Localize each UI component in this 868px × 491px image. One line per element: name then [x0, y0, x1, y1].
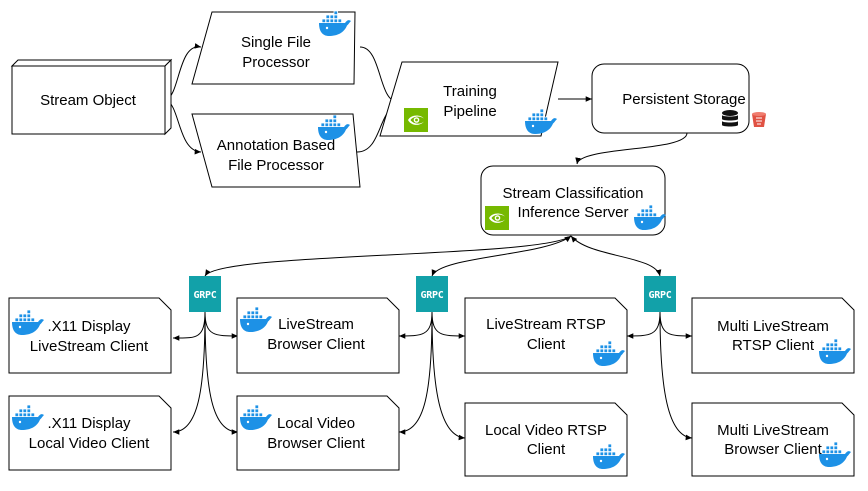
- edge-grpc3-multi-browser: [659, 311, 693, 441]
- grpc-label: GRPC: [194, 290, 217, 301]
- edge-grpc1-x11-live: [172, 311, 206, 341]
- x11-local-video-client-line2: Local Video Client: [29, 435, 150, 452]
- grpc-hub-left: GRPC: [189, 276, 221, 312]
- edge-grpc1-browser-live: [204, 311, 239, 339]
- grpc-label: GRPC: [649, 290, 672, 301]
- edge-storage-to-inference: [575, 132, 688, 165]
- grpc-hub-middle: GRPC: [416, 276, 448, 312]
- multi-livestream-rtsp-client-line2: RTSP Client: [732, 337, 815, 354]
- local-video-browser-client-line2: Browser Client: [267, 435, 365, 452]
- local-video-rtsp-client-line1: Local Video RTSP: [485, 422, 607, 439]
- livestream-rtsp-client-line2: Client: [527, 336, 566, 353]
- training-pipeline-node: Training Pipeline: [379, 61, 559, 137]
- edge-grpc2-rtsp-local: [431, 311, 466, 441]
- livestream-rtsp-client-node: LiveStream RTSP Client: [464, 297, 628, 374]
- stream-object-label: Stream Object: [40, 92, 137, 109]
- nvidia-logo-icon: [404, 108, 428, 132]
- grpc-hub-right: GRPC: [644, 276, 676, 312]
- single-file-processor-line1: Single File: [241, 34, 311, 51]
- x11-local-video-client-line1: .X11 Display: [47, 415, 131, 432]
- inference-server-line2: Inference Server: [518, 204, 629, 221]
- single-file-processor-line2: Processor: [242, 54, 310, 71]
- persistent-storage-label: Persistent Storage: [622, 91, 745, 108]
- x11-local-video-client-node: .X11 Display Local Video Client: [8, 395, 172, 471]
- training-pipeline-line2: Pipeline: [443, 103, 496, 120]
- edge-grpc3-rtsp-live: [626, 311, 661, 339]
- livestream-browser-client-node: LiveStream Browser Client: [236, 297, 400, 374]
- edge-grpc2-browser-live: [398, 311, 433, 339]
- multi-livestream-browser-client-line1: Multi LiveStream: [717, 422, 829, 439]
- livestream-browser-client-line2: Browser Client: [267, 336, 365, 353]
- edge-grpc1-x11-local: [172, 311, 206, 435]
- edges: [165, 43, 693, 441]
- database-icon: [722, 110, 738, 127]
- x11-livestream-client-node: .X11 Display LiveStream Client: [8, 297, 172, 374]
- inference-server-line1: Stream Classification: [503, 185, 644, 202]
- edge-grpc2-rtsp-live: [431, 311, 466, 339]
- edge-inference-grpc-mid: [431, 235, 572, 277]
- annotation-processor-line1: Annotation Based: [217, 137, 335, 154]
- inference-server-node: Stream Classification Inference Server: [480, 165, 667, 236]
- persistent-storage-node: Persistent Storage: [591, 63, 766, 134]
- edge-grpc1-browser-local: [204, 311, 239, 435]
- nvidia-logo-icon: [485, 206, 509, 230]
- livestream-rtsp-client-line1: LiveStream RTSP: [486, 316, 606, 333]
- grpc-label: GRPC: [421, 290, 444, 301]
- edge-grpc3-multi-rtsp: [659, 311, 693, 339]
- multi-livestream-rtsp-client-node: Multi LiveStream RTSP Client: [691, 297, 855, 374]
- x11-livestream-client-line1: .X11 Display: [47, 318, 131, 335]
- single-file-processor-node: Single File Processor: [191, 10, 356, 85]
- multi-livestream-browser-client-line2: Browser Client: [724, 441, 822, 458]
- stream-object-node: Stream Object: [10, 58, 173, 136]
- local-video-browser-client-node: Local Video Browser Client: [236, 395, 400, 471]
- x11-livestream-client-line2: LiveStream Client: [30, 338, 149, 355]
- edge-inference-grpc-right: [570, 235, 662, 277]
- multi-livestream-rtsp-client-line1: Multi LiveStream: [717, 318, 829, 335]
- annotation-processor-node: Annotation Based File Processor: [191, 113, 361, 188]
- local-video-rtsp-client-line2: Client: [527, 441, 566, 458]
- edge-inference-grpc-left: [204, 235, 572, 277]
- multi-livestream-browser-client-node: Multi LiveStream Browser Client: [691, 402, 855, 477]
- local-video-rtsp-client-node: Local Video RTSP Client: [464, 402, 628, 477]
- storage-bucket-icon: [752, 112, 766, 127]
- training-pipeline-line1: Training: [443, 83, 497, 100]
- annotation-processor-line2: File Processor: [228, 157, 324, 174]
- edge-grpc2-browser-local: [398, 311, 433, 435]
- livestream-browser-client-line1: LiveStream: [278, 316, 354, 333]
- local-video-browser-client-line1: Local Video: [277, 415, 355, 432]
